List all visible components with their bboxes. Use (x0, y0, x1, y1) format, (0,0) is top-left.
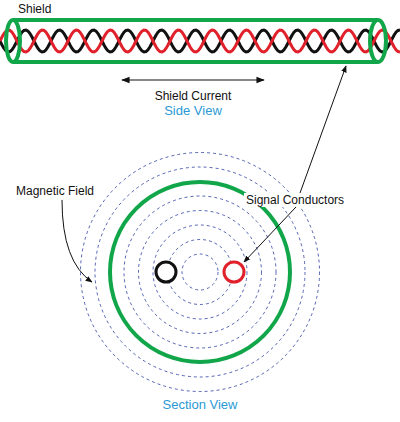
magnetic-field-label: Magnetic Field (14, 184, 96, 198)
magnetic-field-lines (81, 153, 320, 392)
field-ring (124, 196, 276, 348)
shield-current-arrow (122, 79, 264, 80)
field-ring (182, 254, 218, 290)
shield-current-label: Shield Current (153, 89, 234, 103)
field-ring (139, 211, 262, 334)
section-view (110, 182, 290, 362)
signal-wire (0, 30, 400, 52)
leader-line (62, 200, 92, 282)
twisted-pair (0, 30, 400, 52)
shield-cylinder (6, 20, 386, 62)
view-title: Section View (161, 398, 240, 412)
leader-line (244, 207, 296, 262)
signal-wire (0, 30, 400, 52)
shield-label: Shield (16, 2, 53, 16)
field-ring (110, 182, 291, 363)
leader-line (300, 66, 346, 193)
field-ring (81, 153, 320, 392)
view-title: Side View (162, 104, 224, 118)
field-ring (153, 225, 247, 319)
signal-conductors-label: Signal Conductors (244, 193, 346, 207)
